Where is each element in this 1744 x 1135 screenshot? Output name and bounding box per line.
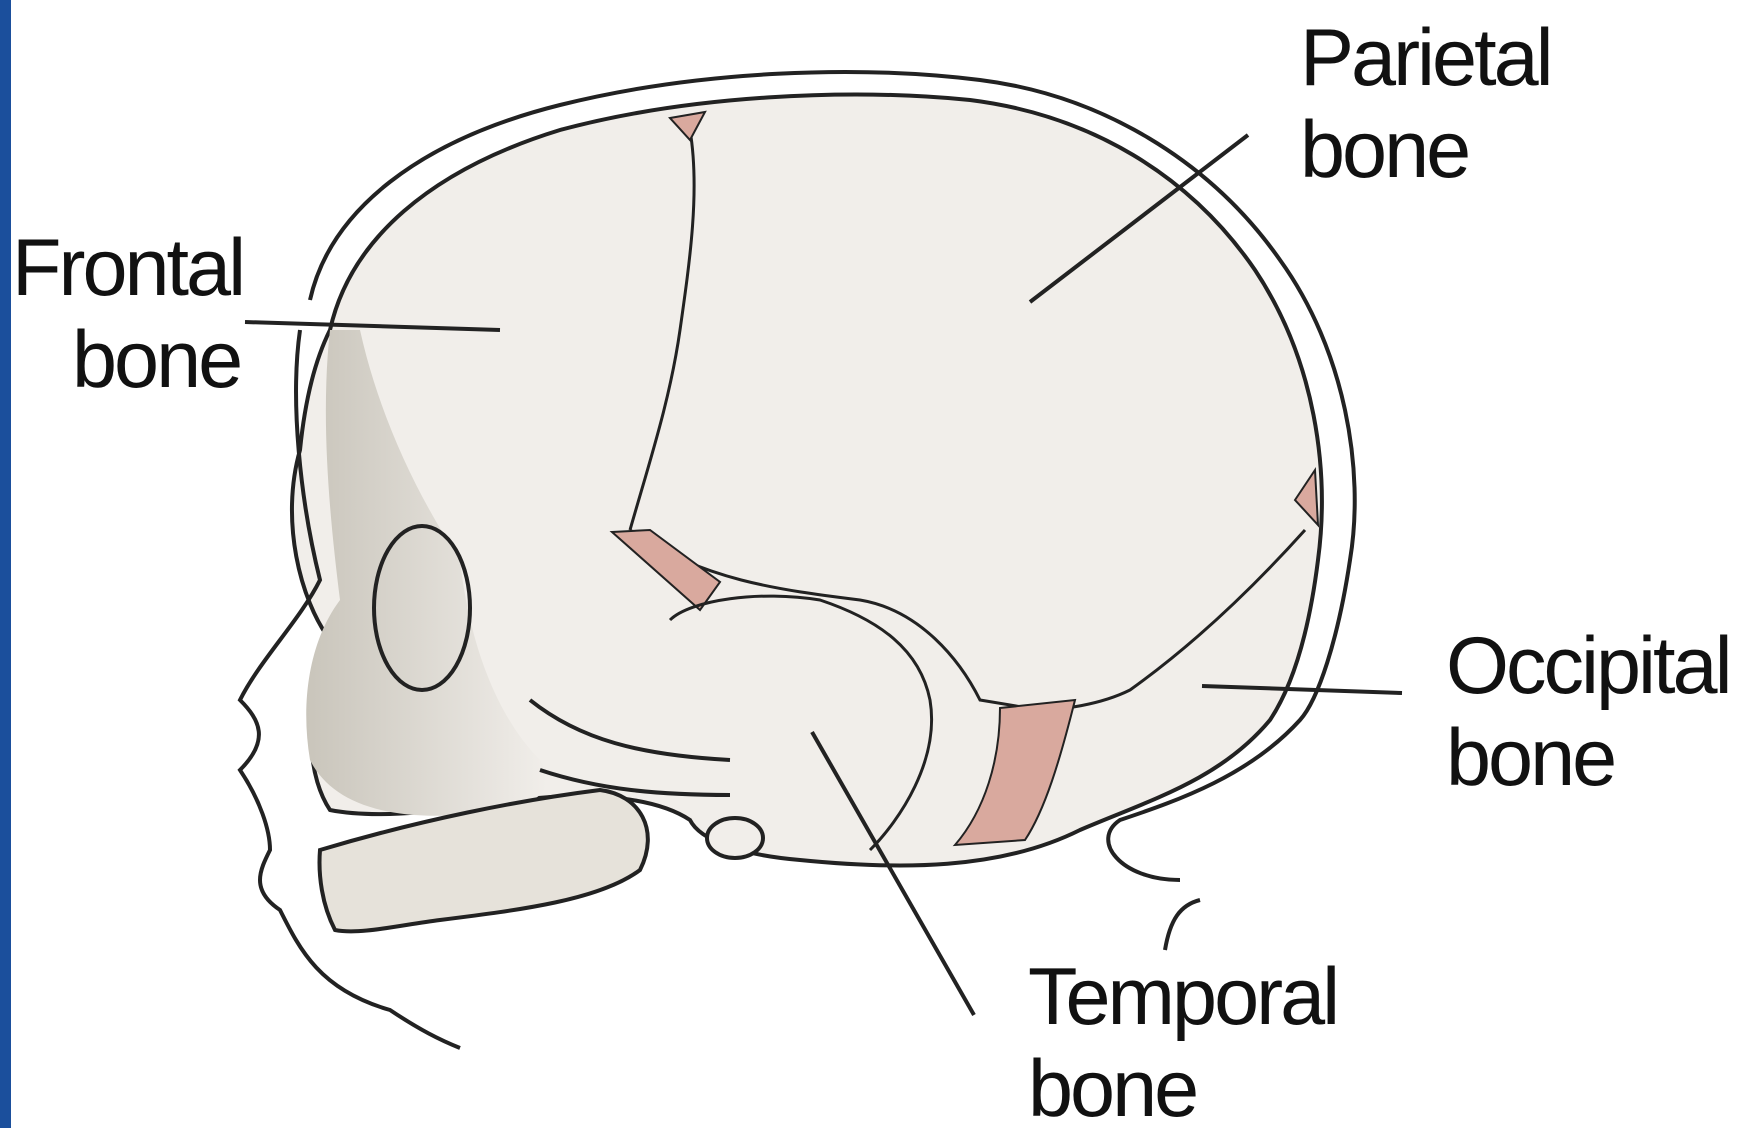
occipital-bone-label: Occipital bone: [1446, 620, 1730, 804]
frontal-label-line2: bone: [12, 314, 243, 406]
parietal-label-line1: Parietal: [1300, 12, 1551, 104]
occipital-label-line2: bone: [1446, 712, 1730, 804]
temporal-bone-label: Temporal bone: [1028, 951, 1337, 1135]
frontal-bone-label: Frontal bone: [12, 222, 243, 406]
occipital-label-line1: Occipital: [1446, 620, 1730, 712]
parietal-bone-label: Parietal bone: [1300, 12, 1551, 196]
temporal-label-line1: Temporal: [1028, 951, 1337, 1043]
frontal-label-line1: Frontal: [12, 222, 243, 314]
ear-canal: [707, 818, 763, 858]
parietal-label-line2: bone: [1300, 104, 1551, 196]
temporal-label-line2: bone: [1028, 1043, 1337, 1135]
